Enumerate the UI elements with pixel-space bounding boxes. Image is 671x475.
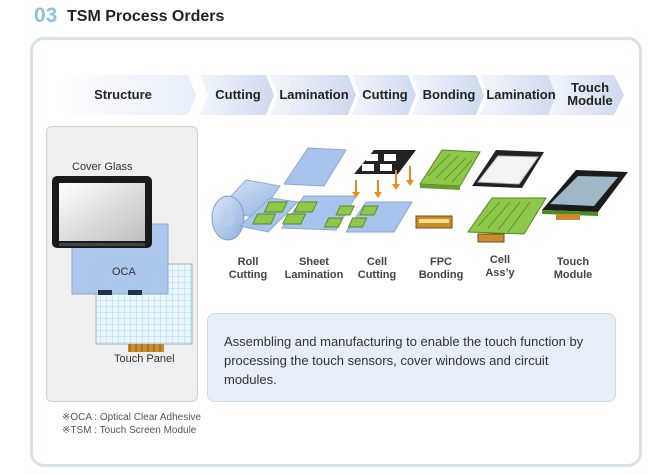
process-illustrations [211, 147, 628, 243]
step-touch-module: Touch Module [558, 81, 622, 107]
step-cutting: Cutting [215, 87, 261, 102]
process-label-line2: Cutting [228, 269, 268, 281]
process-label-line1: Roll [237, 256, 259, 268]
cell-cutting-icon [323, 150, 416, 233]
roll-cutting-icon [211, 179, 300, 241]
process-label-line1: FPC [430, 256, 452, 268]
description-box: Assembling and manufacturing to enable t… [207, 313, 616, 402]
footnote-tsm: ※TSM : Touch Screen Module [62, 425, 197, 436]
process-label-line1: Sheet [299, 256, 329, 268]
process-label-sheet-lamination: Sheet Lamination [279, 256, 349, 282]
step-chevron-touch-module [548, 75, 624, 115]
process-label-line2: Lamination [284, 269, 344, 281]
cover-glass-label: Cover Glass [72, 161, 133, 173]
fpc-bonding-icon [415, 149, 481, 229]
step-chevron-lamination-2 [480, 75, 560, 115]
step-chevron-cutting [200, 75, 274, 115]
oca-label: OCA [112, 266, 136, 278]
process-label-line2: Cutting [357, 269, 397, 281]
cover-glass-layer [52, 176, 152, 248]
step-chevron-lamination [270, 75, 356, 115]
process-label-cell-assy: Cell Ass’y [465, 254, 535, 280]
process-label-line1: Cell [489, 254, 511, 266]
process-label-line2: Module [553, 269, 593, 281]
step-bonding: Bonding [422, 87, 476, 102]
cell-assy-icon [467, 150, 547, 243]
step-lamination: Lamination [279, 87, 349, 102]
process-label-line1: Touch [556, 256, 590, 268]
process-bar [56, 75, 624, 115]
footnotes: ※OCA : Optical Clear Adhesive ※TSM : Tou… [62, 411, 201, 437]
description-text: Assembling and manufacturing to enable t… [224, 334, 584, 387]
footnote-oca: ※OCA : Optical Clear Adhesive [62, 412, 201, 423]
touch-panel-label: Touch Panel [114, 353, 175, 365]
step-touch-module-line1: Touch [570, 80, 610, 95]
page-title: TSM Process Orders [67, 8, 225, 25]
process-label-roll-cutting: Roll Cutting [213, 256, 283, 282]
step-chevron-bonding [412, 75, 484, 115]
step-touch-module-line2: Module [567, 93, 613, 108]
process-label-cell-cutting: Cell Cutting [342, 256, 412, 282]
step-lamination-2: Lamination [486, 87, 556, 102]
step-structure: Structure [94, 87, 152, 102]
structure-illustration [52, 176, 193, 352]
step-cutting-2: Cutting [362, 87, 408, 102]
process-label-fpc-bonding: FPC Bonding [406, 256, 476, 282]
process-label-touch-module: Touch Module [538, 256, 608, 282]
process-label-line2: Ass’y [485, 267, 515, 279]
touch-module-icon [542, 170, 628, 220]
step-chevron-structure [56, 75, 196, 115]
process-label-line2: Bonding [418, 269, 464, 281]
step-chevron-cutting-2 [352, 75, 416, 115]
process-label-line1: Cell [366, 256, 388, 268]
section-number: 03 [34, 4, 58, 27]
